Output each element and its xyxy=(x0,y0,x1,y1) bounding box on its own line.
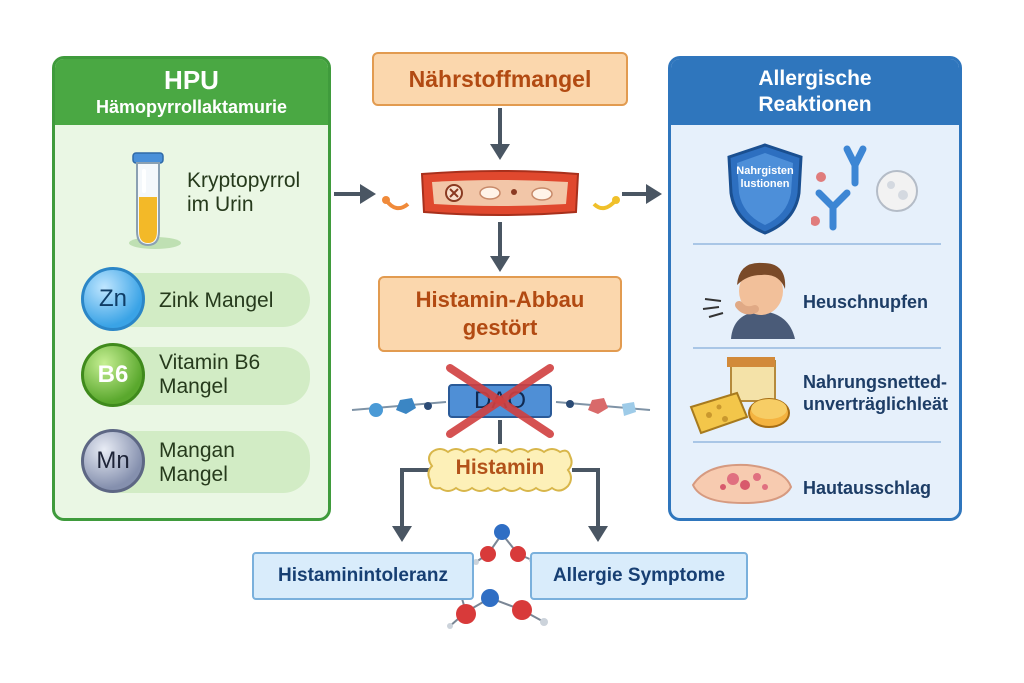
hpu-title: HPU xyxy=(164,65,219,95)
sneezing-person-icon xyxy=(702,262,795,339)
mangan-label: Mangan Mangel xyxy=(159,439,235,486)
vitamin-b6-label: Vitamin B6 Mangel xyxy=(159,351,261,398)
nahrungsmittel-label: Nahrungsnetted- unverträglichleät xyxy=(803,372,949,414)
mn-symbol: Mn xyxy=(96,447,130,474)
kryptopyrrol-label: Kryptopyrrol im Urin xyxy=(187,169,301,216)
divider-3 xyxy=(693,441,941,443)
histaminintoleranz-label: Histaminintoleranz xyxy=(278,565,448,586)
cross-icon xyxy=(446,364,554,438)
allergic-header: Allergische Reaktionen xyxy=(671,59,959,125)
histaminintoleranz-box: Histaminintoleranz xyxy=(252,552,474,600)
naehrstoffmangel-label: Nährstoffmangel xyxy=(408,65,592,92)
allergie-symptome-label: Allergie Symptome xyxy=(552,565,726,586)
antibody-icon xyxy=(811,145,918,231)
zink-label: Zink Mangel xyxy=(159,289,274,312)
shield-text: Nahrgisten lustionen xyxy=(736,165,794,190)
naehrstoffmangel-box: Nährstoffmangel xyxy=(372,52,628,106)
intestine-icon xyxy=(420,170,580,216)
hpu-panel: HPU Hämopyrrollaktamurie Kryptopyrrol im… xyxy=(52,56,331,521)
molecule-icon-2 xyxy=(447,589,548,629)
allergie-symptome-box: Allergie Symptome xyxy=(530,552,748,600)
shield-icon xyxy=(727,143,803,235)
zn-symbol: Zn xyxy=(98,285,127,312)
hpu-subtitle: Hämopyrrollaktamurie xyxy=(95,97,288,117)
test-tube-icon xyxy=(129,152,181,249)
histamin-label: Histamin xyxy=(455,456,545,479)
histamin-abbau-box: Histamin-Abbau gestört xyxy=(378,276,622,352)
mn-circle: Mn xyxy=(81,429,145,493)
hautausschlag-label: Hautausschlag xyxy=(803,478,932,498)
b6-symbol: B6 xyxy=(97,361,129,388)
molecule-icon xyxy=(473,524,535,565)
divider-2 xyxy=(693,347,941,349)
b6-circle: B6 xyxy=(81,343,145,407)
allergic-title: Allergische Reaktionen xyxy=(758,67,872,116)
histamin-badge-shape xyxy=(427,448,573,492)
divider-1 xyxy=(693,243,941,245)
hpu-header: HPU Hämopyrrollaktamurie xyxy=(55,59,328,125)
histamin-abbau-label: Histamin-Abbau gestört xyxy=(415,287,585,340)
skin-rash-icon xyxy=(691,463,793,505)
dao-enzyme-chain xyxy=(351,398,651,417)
allergic-panel: Allergische Reaktionen Nahrgisten lustio… xyxy=(668,56,962,521)
heuschnupfen-label: Heuschnupfen xyxy=(803,292,929,312)
zn-circle: Zn xyxy=(81,267,145,331)
cheese-icon xyxy=(689,357,790,435)
